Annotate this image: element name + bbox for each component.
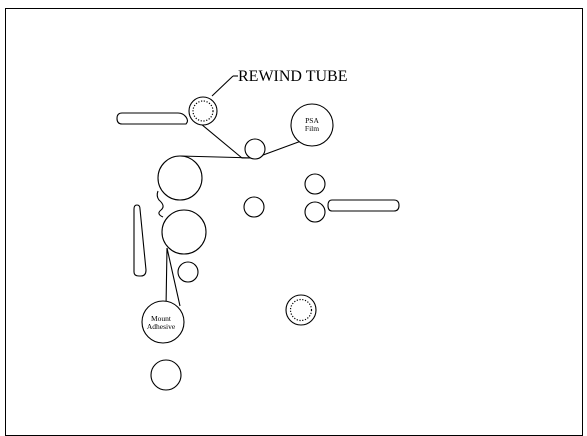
mount-adhesive-label-line2: Adhesive — [147, 322, 176, 331]
psa-film-label-line2: Film — [305, 124, 319, 133]
lower-large-roller — [161, 209, 207, 255]
upper-large-roller — [157, 155, 203, 201]
small-roller-left — [177, 261, 199, 283]
small-roller-right-upper — [304, 173, 326, 195]
feed-shelf-right — [327, 199, 400, 212]
rewind-tube-core-dotted — [192, 100, 214, 122]
secondary-tube-roll — [285, 294, 317, 326]
small-roller-center — [243, 196, 265, 218]
psa-film-roll — [290, 103, 334, 147]
nip-roller — [244, 138, 266, 160]
mount-adhesive-roll — [141, 300, 185, 344]
vertical-guide-left — [133, 204, 147, 277]
mount-adhesive-label-line1: Mount — [151, 314, 172, 323]
web-path-left-curl — [156, 190, 164, 218]
web-path-top-roller — [179, 155, 256, 159]
bottom-roller — [150, 359, 182, 391]
web-path-adhesive-feed — [165, 247, 181, 309]
psa-film-label-line1: PSA — [305, 116, 319, 125]
small-roller-right-lower — [304, 201, 326, 223]
rewind-tube-leader — [211, 75, 234, 97]
feed-shelf-top-left — [116, 112, 189, 125]
secondary-tube-core-dotted — [289, 298, 313, 322]
rewind-tube-label: REWIND TUBE — [238, 68, 347, 85]
